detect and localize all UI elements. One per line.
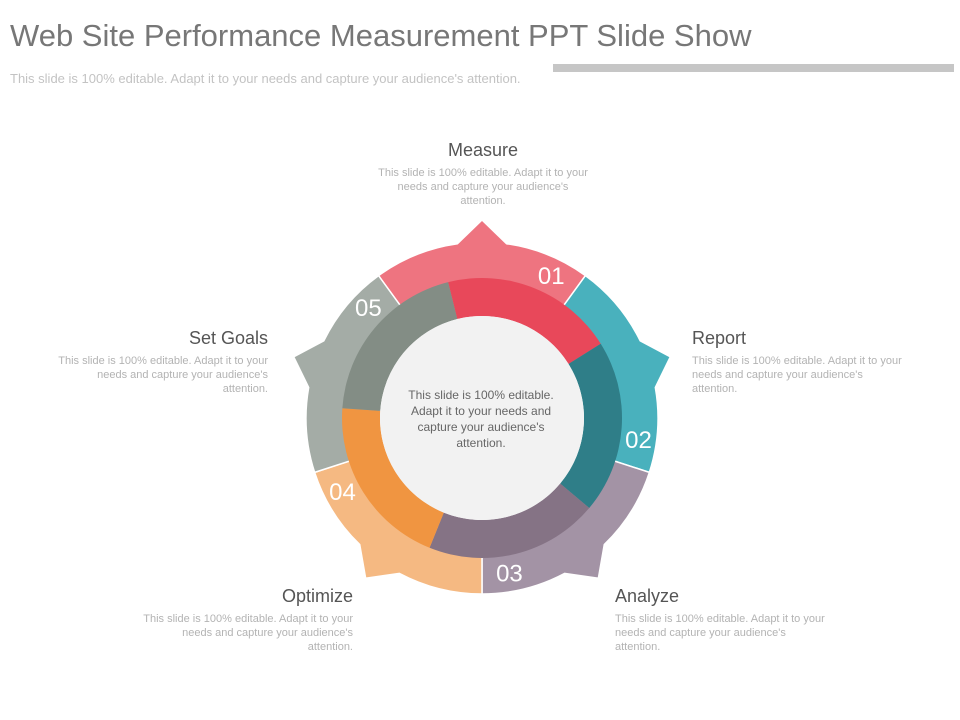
step-set-goals-label-block: Set Goals This slide is 100% editable. A… [58,327,268,396]
step-number-optimize: 04 [329,479,356,506]
center-description: This slide is 100% editable. Adapt it to… [408,388,554,450]
step-text-optimize: This slide is 100% editable. Adapt it to… [143,613,353,653]
step-number-analyze: 03 [496,561,523,588]
step-text-report: This slide is 100% editable. Adapt it to… [692,355,902,395]
step-title-measure: Measure [447,140,519,160]
step-text-analyze: This slide is 100% editable. Adapt it to… [615,613,825,653]
segment-analyze-inner [429,483,590,559]
title-accent-bar [553,64,954,72]
segment-optimize-inner [341,408,444,548]
step-title-report: Report [692,328,747,348]
step-report-label-block: Report This slide is 100% editable. Adap… [692,327,902,396]
step-optimize-label-block: Optimize This slide is 100% editable. Ad… [143,585,353,654]
step-text-measure: This slide is 100% editable. Adapt it to… [378,167,588,207]
step-title-set-goals: Set Goals [188,328,268,348]
segment-measure-inner [448,278,601,364]
step-number-report: 02 [625,427,652,454]
step-text-set-goals: This slide is 100% editable. Adapt it to… [58,355,268,395]
center-circle [380,316,584,520]
step-measure-label-block: Measure This slide is 100% editable. Ada… [378,139,588,208]
step-number-set-goals: 05 [355,295,382,322]
segment-report-inner [560,343,623,508]
slide-subtitle: This slide is 100% editable. Adapt it to… [10,71,521,86]
segment-set-goals-inner [342,282,458,411]
step-number-measure: 01 [538,263,565,290]
step-title-optimize: Optimize [281,586,353,606]
step-analyze-label-block: Analyze This slide is 100% editable. Ada… [615,585,825,654]
step-title-analyze: Analyze [615,586,680,606]
slide-title: Web Site Performance Measurement PPT Sli… [10,18,752,53]
